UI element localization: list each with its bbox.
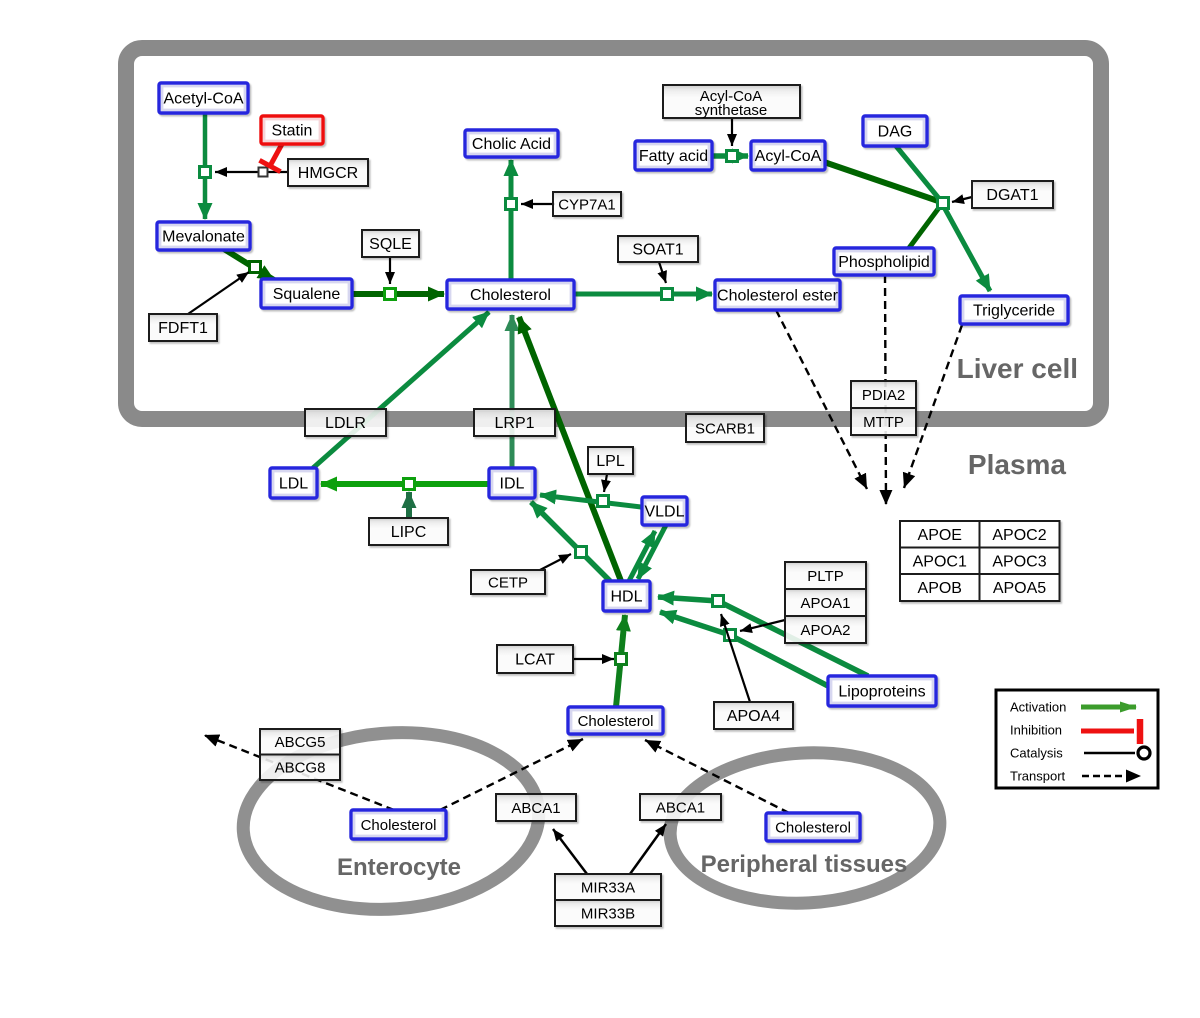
svg-text:MIR33A: MIR33A <box>581 879 635 896</box>
svg-text:Mevalonate: Mevalonate <box>162 229 245 246</box>
svg-text:Phospholipid: Phospholipid <box>838 254 930 271</box>
svg-text:APOC1: APOC1 <box>913 553 967 570</box>
svg-text:Acyl-CoA: Acyl-CoA <box>755 148 822 165</box>
svg-text:Acetyl-CoA: Acetyl-CoA <box>163 91 243 108</box>
svg-text:Liver cell: Liver cell <box>957 353 1078 384</box>
svg-text:PDIA2: PDIA2 <box>862 387 905 404</box>
svg-text:APOB: APOB <box>918 580 962 597</box>
svg-text:Enterocyte: Enterocyte <box>337 854 461 881</box>
svg-text:SCARB1: SCARB1 <box>695 420 755 437</box>
svg-text:DGAT1: DGAT1 <box>986 187 1038 204</box>
svg-text:Transport: Transport <box>1010 769 1066 784</box>
svg-text:HDL: HDL <box>610 589 642 606</box>
svg-text:LDLR: LDLR <box>325 415 366 432</box>
svg-text:Cholesterol: Cholesterol <box>578 713 654 730</box>
svg-text:SOAT1: SOAT1 <box>632 242 683 259</box>
svg-text:Inhibition: Inhibition <box>1010 723 1062 738</box>
svg-text:Catalysis: Catalysis <box>1010 746 1063 761</box>
svg-text:ABCA1: ABCA1 <box>656 799 705 816</box>
svg-text:Acyl-CoA: Acyl-CoA <box>700 88 763 105</box>
svg-text:PLTP: PLTP <box>807 568 843 585</box>
svg-text:CYP7A1: CYP7A1 <box>558 196 616 213</box>
svg-text:Cholesterol ester: Cholesterol ester <box>717 288 839 305</box>
svg-text:APOA5: APOA5 <box>993 580 1046 597</box>
svg-text:APOE: APOE <box>918 527 962 544</box>
svg-text:Plasma: Plasma <box>968 449 1066 480</box>
svg-text:Cholesterol: Cholesterol <box>775 819 851 836</box>
svg-text:Activation: Activation <box>1010 700 1066 715</box>
svg-text:Cholesterol: Cholesterol <box>361 817 437 834</box>
svg-text:DAG: DAG <box>878 124 913 141</box>
svg-text:APOA4: APOA4 <box>727 708 780 725</box>
svg-text:Fatty acid: Fatty acid <box>639 148 708 165</box>
svg-text:Squalene: Squalene <box>273 286 341 303</box>
svg-text:CETP: CETP <box>488 574 528 591</box>
svg-text:SQLE: SQLE <box>369 236 412 253</box>
svg-text:ABCG5: ABCG5 <box>275 734 326 751</box>
svg-text:ABCA1: ABCA1 <box>511 800 560 817</box>
svg-text:HMGCR: HMGCR <box>298 165 358 182</box>
svg-text:LRP1: LRP1 <box>494 415 534 432</box>
svg-text:ABCG8: ABCG8 <box>275 760 326 777</box>
svg-text:APOA1: APOA1 <box>800 595 850 612</box>
svg-text:APOC2: APOC2 <box>992 527 1046 544</box>
svg-text:Cholesterol: Cholesterol <box>470 287 551 304</box>
svg-text:LDL: LDL <box>279 476 308 493</box>
svg-text:LCAT: LCAT <box>515 652 555 669</box>
svg-text:Peripheral tissues: Peripheral tissues <box>701 851 908 878</box>
svg-text:APOC3: APOC3 <box>992 553 1046 570</box>
svg-text:Statin: Statin <box>272 123 313 140</box>
svg-text:LPL: LPL <box>596 453 625 470</box>
svg-text:FDFT1: FDFT1 <box>158 320 208 337</box>
svg-text:MTTP: MTTP <box>863 414 904 431</box>
svg-text:APOA2: APOA2 <box>800 622 850 639</box>
svg-text:IDL: IDL <box>500 476 525 493</box>
svg-text:LIPC: LIPC <box>391 524 427 541</box>
svg-text:synthetase: synthetase <box>695 102 768 119</box>
svg-text:VLDL: VLDL <box>644 504 684 521</box>
svg-text:Triglyceride: Triglyceride <box>973 303 1055 320</box>
svg-text:Lipoproteins: Lipoproteins <box>838 684 925 701</box>
svg-text:Cholic Acid: Cholic Acid <box>472 136 551 153</box>
svg-text:MIR33B: MIR33B <box>581 905 635 922</box>
